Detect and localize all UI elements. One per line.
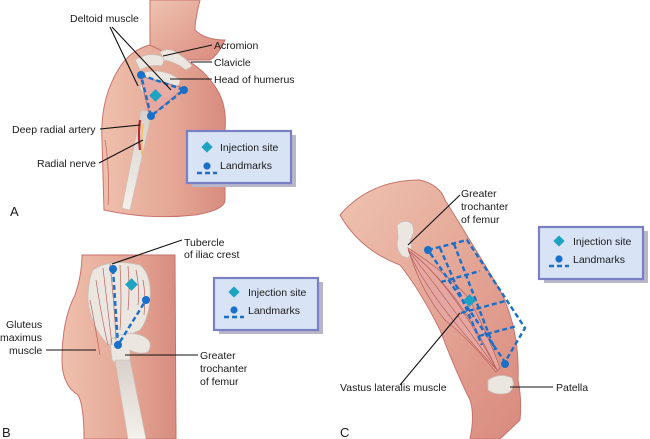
leader-trochanter-c bbox=[407, 194, 461, 246]
injection-site-diamond bbox=[463, 294, 476, 307]
label-deltoid-muscle: Deltoid muscle bbox=[70, 13, 139, 25]
label-trochanter-c-2: trochanter bbox=[461, 201, 509, 213]
legend-injection-label: Injection site bbox=[573, 236, 632, 248]
label-trochanter-b-3: of femur bbox=[200, 376, 239, 388]
dot-icon bbox=[555, 255, 563, 263]
leader-artery bbox=[99, 124, 141, 130]
landmark-dot-axilla bbox=[147, 112, 155, 120]
leader-acromion bbox=[162, 44, 213, 57]
legend-landmarks-label: Landmarks bbox=[220, 160, 272, 172]
label-gluteus-2: maximus bbox=[0, 332, 42, 344]
panel-a-deltoid: Deltoid muscle Acromion Clavicle Head of… bbox=[10, 0, 296, 219]
patella-bone bbox=[487, 375, 514, 395]
legend-landmarks-label: Landmarks bbox=[573, 254, 625, 266]
injection-site-diamond bbox=[125, 278, 138, 291]
diamond-icon bbox=[553, 235, 565, 247]
landmark-dot-trochanter bbox=[114, 341, 122, 349]
landmark-dot-acromion bbox=[137, 71, 145, 79]
acromion-bone bbox=[134, 54, 166, 71]
panel-letter-a: A bbox=[10, 204, 19, 219]
dot-icon bbox=[203, 162, 211, 170]
legend-injection-label: Injection site bbox=[248, 287, 307, 299]
label-vastus-lateralis: Vastus lateralis muscle bbox=[340, 382, 447, 394]
label-gluteus-1: Gluteus bbox=[6, 319, 42, 331]
landmark-dot-lateral bbox=[180, 86, 188, 94]
landmark-grid bbox=[426, 238, 527, 365]
diamond-icon bbox=[228, 286, 240, 298]
panel-c-vastus-lateralis: Greater trochanter of femur Vastus later… bbox=[339, 179, 648, 439]
landmark-dot-iliac-tubercle bbox=[109, 265, 117, 273]
legend-landmarks-label: Landmarks bbox=[248, 305, 300, 317]
legend-a: Injection site Landmarks bbox=[185, 129, 296, 187]
legend-c: Injection site Landmarks bbox=[537, 225, 648, 283]
label-gluteus-3: muscle bbox=[9, 345, 42, 357]
panel-letter-b: B bbox=[2, 425, 11, 439]
label-head-of-humerus: Head of humerus bbox=[214, 74, 295, 86]
label-acromion: Acromion bbox=[214, 40, 259, 52]
thigh-illustration bbox=[339, 179, 522, 439]
label-tubercle-2: of iliac crest bbox=[184, 249, 240, 261]
deep-radial-artery-shape bbox=[137, 119, 142, 151]
leader-tubercle bbox=[111, 239, 183, 265]
label-radial-nerve: Radial nerve bbox=[37, 158, 96, 170]
leader-vastus bbox=[399, 312, 461, 386]
leader-deltoid-2 bbox=[111, 26, 172, 91]
leader-nerve bbox=[98, 139, 144, 164]
dot-icon bbox=[230, 306, 238, 314]
legend-b: Injection site Landmarks bbox=[212, 276, 323, 334]
label-trochanter-c-3: of femur bbox=[461, 214, 500, 226]
label-trochanter-b-2: trochanter bbox=[200, 363, 248, 375]
landmark-dot-posterior-iliac bbox=[142, 296, 150, 304]
landmark-triangle-line bbox=[139, 73, 187, 119]
landmark-dot-trochanter bbox=[424, 246, 432, 254]
label-patella: Patella bbox=[556, 382, 588, 394]
landmark-dot-patella bbox=[501, 360, 509, 368]
femur-shaft bbox=[114, 359, 147, 439]
label-trochanter-b-1: Greater bbox=[200, 350, 236, 362]
panel-letter-c: C bbox=[340, 425, 349, 439]
label-deep-radial-artery: Deep radial artery bbox=[12, 124, 96, 136]
panel-b-dorsogluteal: Tubercle of iliac crest Gluteus maximus … bbox=[0, 237, 323, 439]
injection-site-diamond bbox=[149, 89, 162, 102]
legend-injection-label: Injection site bbox=[220, 142, 279, 154]
label-tubercle-1: Tubercle bbox=[184, 237, 225, 249]
radial-nerve-shape bbox=[140, 123, 144, 156]
vastus-fibers bbox=[407, 249, 498, 371]
arm-contour bbox=[104, 139, 109, 206]
label-trochanter-c-1: Greater bbox=[461, 188, 497, 200]
label-clavicle: Clavicle bbox=[214, 57, 251, 69]
leader-deltoid-1 bbox=[109, 26, 139, 87]
diamond-icon bbox=[201, 141, 213, 153]
